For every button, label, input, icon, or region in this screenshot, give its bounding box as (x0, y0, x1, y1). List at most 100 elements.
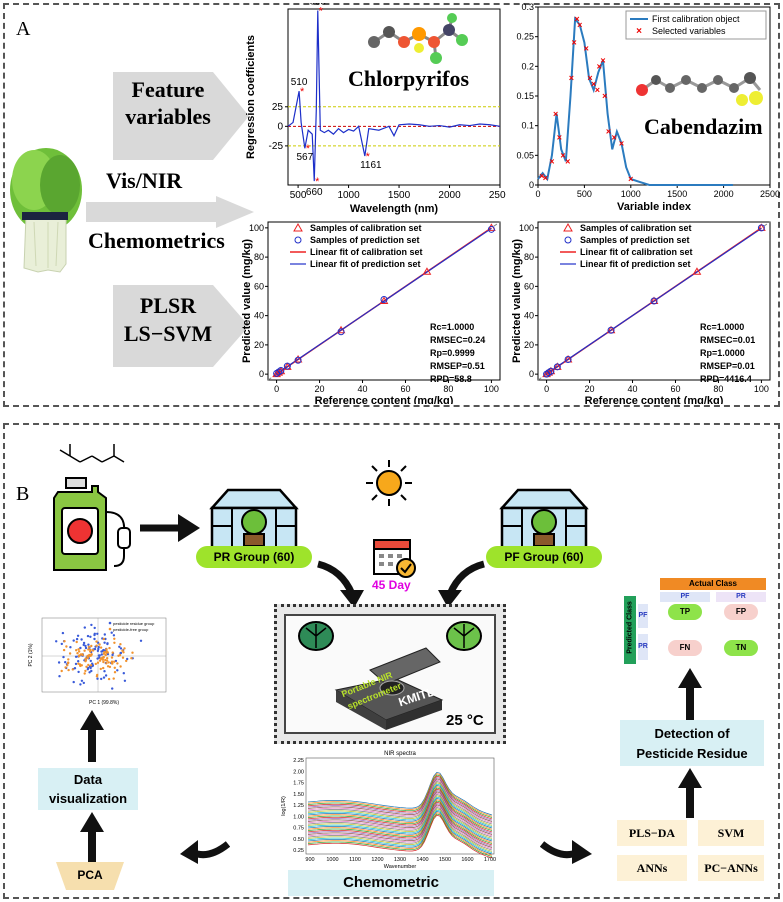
nir-y-tick-label: 0.75 (293, 826, 304, 832)
pca-point-residue (60, 642, 63, 646)
selected-variable-marker: × (574, 14, 579, 24)
prediction-sample-marker (553, 363, 561, 371)
y-tick-label: 0.25 (516, 32, 534, 42)
arrow-to-pr-group (140, 514, 200, 542)
y-tick-label: 100 (249, 223, 264, 233)
pca-point-free (95, 675, 99, 678)
pca-point-free (116, 662, 119, 665)
nir-spectrum-line (307, 809, 493, 854)
x-axis-label: Wavelength (nm) (350, 203, 439, 215)
pca-point-residue (118, 645, 121, 648)
plot-frame (537, 221, 771, 381)
prediction-fit-line (546, 227, 762, 375)
pca-legend-label: pesticide-free group (113, 627, 149, 632)
nir-spectrum-line (307, 786, 493, 830)
pca-point-residue (100, 653, 104, 656)
nir-spectrum-line (307, 781, 493, 825)
prediction-sample-marker (277, 366, 285, 374)
legend-label: Samples of prediction set (580, 235, 690, 245)
pca-point-residue (104, 674, 108, 677)
x-tick-label: 20 (315, 384, 325, 394)
cabbage-left-icon (298, 621, 334, 651)
arrow-dv-to-pca-plot (80, 710, 104, 762)
pca-point-residue (90, 623, 93, 627)
nir-spectrum-line (307, 774, 493, 818)
legend-cal-marker-swatch (563, 222, 573, 232)
pca-point-residue (69, 646, 72, 649)
selected-variable-marker: × (619, 138, 624, 148)
pca-point-free (102, 656, 105, 659)
pca-point-free (95, 644, 98, 647)
nir-spectrum-line (307, 788, 493, 833)
pca-point-residue (122, 672, 126, 675)
pca-point-free (102, 652, 106, 655)
cell-fn: FN (668, 640, 702, 656)
y-tick-label: 40 (524, 311, 534, 321)
pca-point-free (68, 652, 72, 655)
nir-spectrum-line (307, 804, 493, 848)
legend-label: Linear fit of calibration set (310, 247, 423, 257)
pca-point-free (77, 662, 80, 665)
pca-point-free (107, 661, 110, 664)
prediction-sample-marker (650, 297, 658, 305)
days-label: 45 Day (372, 578, 411, 592)
pca-point-free (80, 664, 83, 667)
stat-label: Rc=1.0000 (700, 322, 744, 332)
pca-point-free (67, 658, 70, 661)
pca-point-residue (58, 675, 61, 678)
nir-spectrum-line (307, 811, 493, 855)
pca-point-free (106, 657, 109, 660)
nir-x-tick-label: 900 (305, 857, 314, 863)
pca-point-free (87, 663, 90, 667)
pca-point-residue (74, 662, 78, 666)
y-tick-label: 0 (529, 369, 534, 379)
pca-point-residue (89, 635, 92, 638)
chlorpyrifos-molecule-image (368, 13, 468, 64)
pca-point-free (95, 640, 98, 643)
pca-point-residue (79, 646, 82, 650)
legend-marker-swatch: × (636, 26, 642, 37)
x-tick-label: 2000 (714, 189, 734, 199)
pca-point-free (78, 650, 81, 653)
x-tick-label: 1500 (388, 190, 411, 201)
pca-point-residue (82, 643, 85, 647)
pca-point-free (130, 657, 133, 660)
prediction-sample-marker (294, 356, 302, 364)
regression-coefficients-line (287, 10, 501, 182)
stat-label: RMSEP=0.01 (700, 361, 755, 371)
stat-label: RPD=58.8 (430, 374, 472, 384)
x-axis-label: Reference content (mg/kg) (585, 395, 724, 404)
selected-point: * (366, 151, 371, 163)
pca-point-residue (74, 655, 78, 658)
pca-point-residue (77, 670, 80, 674)
selected-variable-marker: × (557, 133, 562, 143)
arrow-pca-to-dv (80, 812, 104, 864)
pca-point-residue (88, 671, 91, 674)
pca-point-residue (102, 648, 105, 652)
pca-point-residue (79, 683, 82, 686)
prediction-sample-marker (487, 225, 495, 233)
y-tick-label: 25 (272, 102, 284, 113)
nir-spectrum-line (307, 812, 493, 856)
cabbage-right-icon (446, 621, 482, 651)
feature-variables-label: Feature variables (125, 77, 211, 129)
pca-point-free (102, 666, 105, 670)
pca-point-free (131, 651, 134, 654)
selected-point: * (306, 143, 311, 155)
nir-y-tick-label: 0.50 (293, 837, 304, 843)
pca-point-residue (103, 633, 107, 636)
nir-spectrum-line (307, 772, 493, 816)
pca-point-free (123, 647, 126, 650)
pca-point-free (77, 648, 80, 651)
nir-x-tick-label: 1600 (461, 857, 473, 863)
pca-point-residue (57, 661, 61, 664)
y-axis-label: Regression coefficients (245, 35, 257, 159)
pca-point-residue (103, 641, 106, 644)
legend-label-calibration: First calibration object (652, 14, 740, 24)
y-tick-label: 0 (259, 369, 264, 379)
prediction-sample-marker (283, 362, 291, 370)
legend-label: Linear fit of prediction set (310, 259, 421, 269)
pca-point-free (106, 665, 110, 668)
stat-label: Rp=0.9999 (430, 348, 475, 358)
cell-tp: TP (668, 604, 702, 620)
